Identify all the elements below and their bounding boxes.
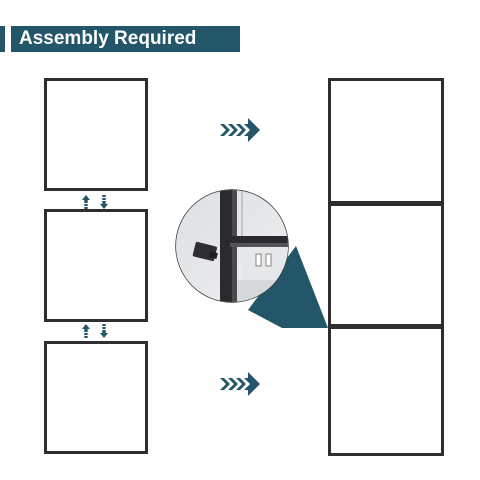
assembled-door-frame xyxy=(328,78,444,456)
connector-detail-callout xyxy=(175,189,328,328)
door-panel-middle xyxy=(44,209,148,322)
stack-arrows-icon xyxy=(82,195,108,209)
stack-arrows-icon xyxy=(82,324,108,338)
title-accent-bar xyxy=(0,26,5,52)
page-title: Assembly Required xyxy=(11,26,240,52)
panel-joint-divider xyxy=(331,201,441,206)
door-panel-top xyxy=(44,78,148,191)
panel-joint-divider xyxy=(331,324,441,329)
door-panel-bottom xyxy=(44,341,148,454)
chevron-arrow-right-icon xyxy=(220,372,260,396)
chevron-arrow-right-icon xyxy=(220,118,260,142)
